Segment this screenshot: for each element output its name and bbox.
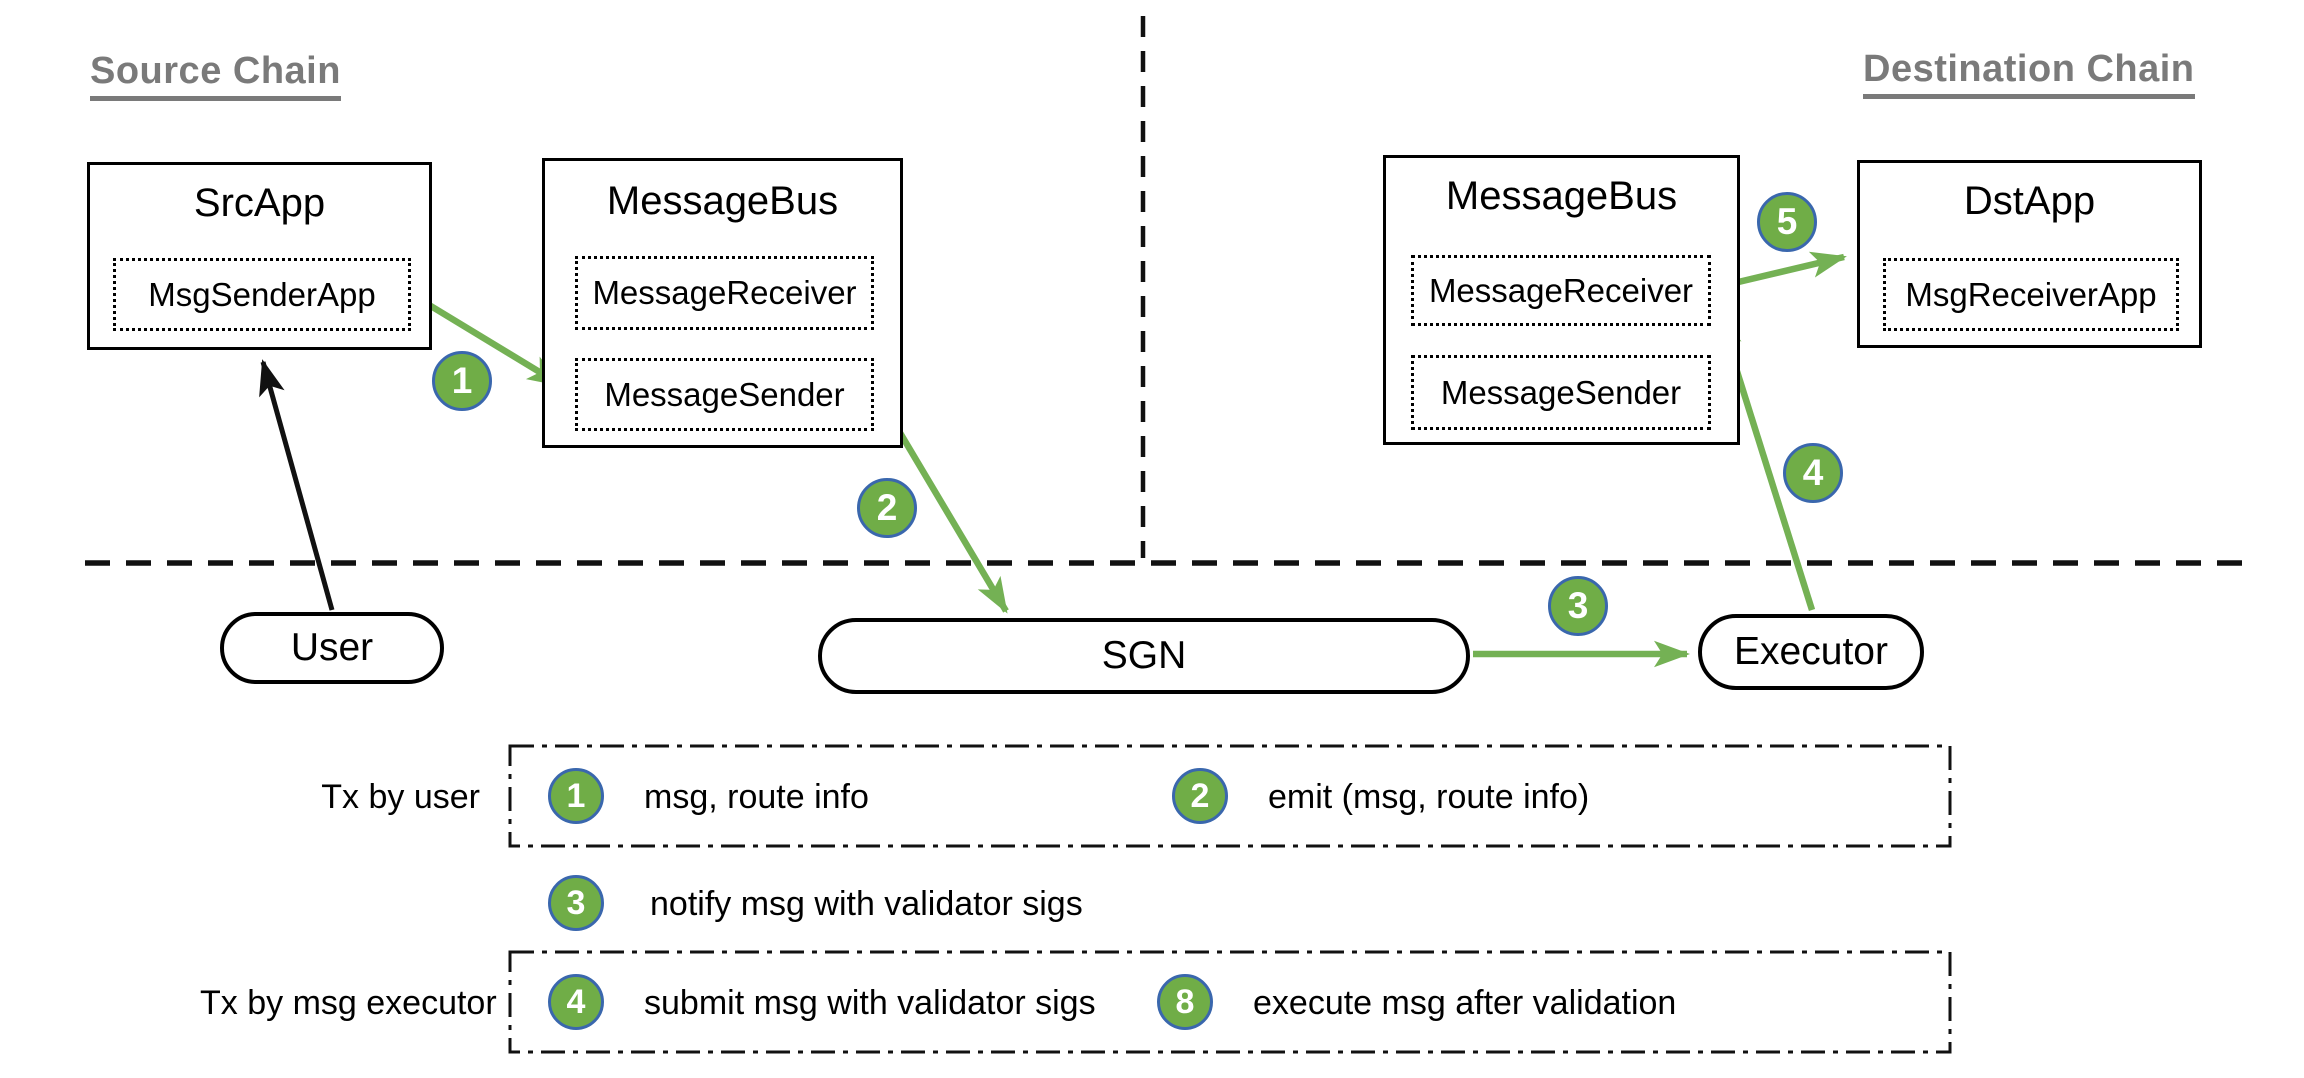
sgn-pill: SGN xyxy=(818,618,1470,694)
legend-badge-3: 3 xyxy=(548,875,604,931)
user-pill: User xyxy=(220,612,444,684)
messagesender-source-box: MessageSender xyxy=(575,358,874,431)
messagebus-destination-title: MessageBus xyxy=(1445,174,1678,218)
arrow-user-to-srcapp xyxy=(259,359,335,611)
destination-chain-heading: Destination Chain xyxy=(1863,48,2195,99)
legend-item-4-text: submit msg with validator sigs xyxy=(644,984,1096,1022)
messagereceiver-destination-box: MessageReceiver xyxy=(1411,255,1711,326)
legend-badge-1: 1 xyxy=(548,768,604,824)
legend-item-3-text: notify msg with validator sigs xyxy=(650,885,1083,923)
dstapp-box: DstApp MsgReceiverApp xyxy=(1857,160,2202,348)
legend-group2-label: Tx by msg executor xyxy=(200,984,497,1022)
step-badge-5: 5 xyxy=(1757,192,1817,252)
srcapp-box: SrcApp MsgSenderApp xyxy=(87,162,432,350)
messagereceiver-source-box: MessageReceiver xyxy=(575,256,874,330)
legend-item-1-text: msg, route info xyxy=(644,778,869,816)
msgreceiverapp-box: MsgReceiverApp xyxy=(1883,258,2179,331)
messagebus-source-title: MessageBus xyxy=(606,179,839,223)
step-badge-2: 2 xyxy=(857,478,917,538)
legend-item-2-text: emit (msg, route info) xyxy=(1268,778,1590,816)
step-badge-3: 3 xyxy=(1548,576,1608,636)
executor-pill: Executor xyxy=(1698,614,1924,690)
messagesender-destination-box: MessageSender xyxy=(1411,355,1711,430)
messagebus-source-box: MessageBus MessageReceiver MessageSender xyxy=(542,158,903,448)
legend-badge-4: 4 xyxy=(548,974,604,1030)
legend-badge-8: 8 xyxy=(1157,974,1213,1030)
messagebus-destination-box: MessageBus MessageReceiver MessageSender xyxy=(1383,155,1740,445)
step-badge-4: 4 xyxy=(1783,443,1843,503)
msgsenderapp-box: MsgSenderApp xyxy=(113,258,411,331)
source-chain-heading: Source Chain xyxy=(90,50,341,101)
step-badge-1: 1 xyxy=(432,351,492,411)
srcapp-title: SrcApp xyxy=(193,181,326,225)
legend-badge-2: 2 xyxy=(1172,768,1228,824)
legend-item-8-text: execute msg after validation xyxy=(1253,984,1677,1022)
legend-group1-label: Tx by user xyxy=(321,778,480,816)
dstapp-title: DstApp xyxy=(1963,179,2096,223)
